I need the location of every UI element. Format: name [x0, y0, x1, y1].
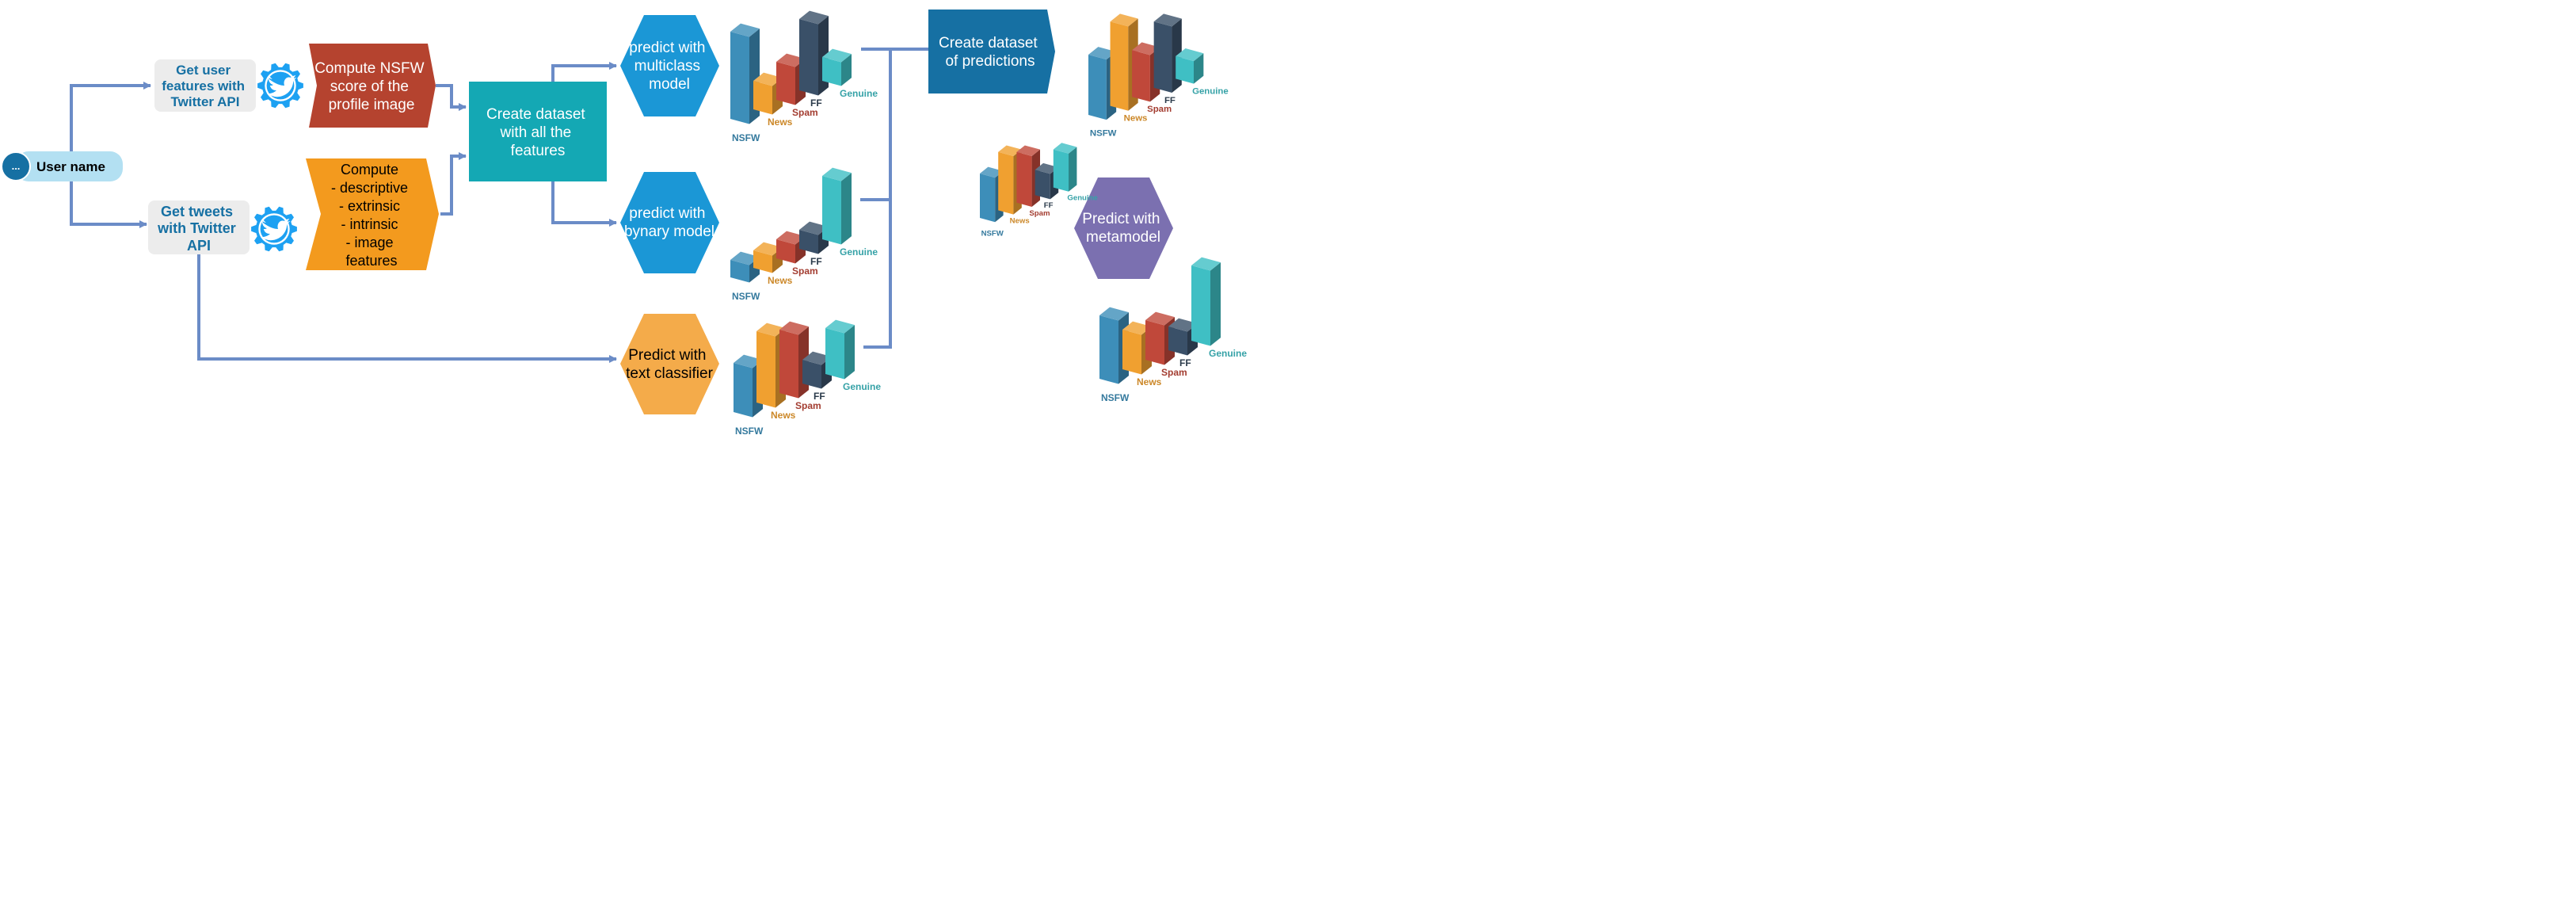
predict-multiclass-step: predict with multiclass model — [620, 15, 719, 116]
bar-ff — [799, 10, 829, 96]
predict-text-label: Predict with text classifier — [626, 347, 713, 382]
compute-nsfw-label: Compute NSFW score of the profile image — [314, 60, 429, 113]
bar-label-ff: FF — [810, 97, 822, 109]
create-dataset-features-label: Create dataset with all the features — [486, 106, 589, 159]
bar-label-ff: FF — [1044, 201, 1054, 210]
bar-label-genuine: Genuine — [1067, 194, 1097, 203]
bar-label-nsfw: NSFW — [735, 426, 764, 437]
compute-nsfw-step: Compute NSFW score of the profile image — [309, 44, 436, 128]
bar-label-nsfw: NSFW — [981, 229, 1004, 238]
create-dataset-predictions-step: Create dataset of predictions — [928, 10, 1055, 94]
bar-label-ff: FF — [810, 256, 822, 267]
bar-label-genuine: Genuine — [843, 381, 881, 392]
predict-metamodel-step: Predict with metamodel — [1074, 177, 1173, 279]
bar-label-nsfw: NSFW — [1090, 129, 1117, 139]
predict-binary-step: predict with bynary model — [620, 172, 719, 273]
bar-label-ff: FF — [1164, 96, 1176, 105]
bar-label-genuine: Genuine — [1209, 348, 1247, 359]
compute-features-step: Compute - descriptive - extrinsic - intr… — [306, 158, 439, 270]
bar-genuine — [1053, 143, 1077, 192]
bar-label-spam: Spam — [1147, 105, 1172, 114]
predict-metamodel-label: Predict with metamodel — [1082, 211, 1164, 246]
bar-label-nsfw: NSFW — [1101, 392, 1130, 403]
bar-genuine — [1191, 257, 1221, 346]
bar-genuine — [822, 167, 852, 245]
bar-label-genuine: Genuine — [840, 246, 878, 258]
user-badge — [1, 151, 31, 181]
arrow-dataset-to-binary — [551, 181, 617, 227]
arrow-user-to-tweets — [70, 176, 147, 228]
bar-label-news: News — [768, 116, 793, 128]
bar-spam — [776, 231, 806, 264]
bar-label-spam: Spam — [792, 107, 818, 118]
user-name-label: User name — [36, 159, 105, 174]
bar-genuine — [825, 319, 855, 380]
create-dataset-predictions-label: Create dataset of predictions — [939, 35, 1042, 70]
compute-features-label: Compute - descriptive - extrinsic - intr… — [331, 162, 412, 269]
arrow-features-to-dataset — [440, 152, 467, 216]
get-user-features-label: Get user features with Twitter API — [162, 63, 249, 109]
user-node: ... User name — [1, 151, 123, 181]
bar-label-ff: FF — [814, 391, 825, 402]
bar-label-spam: Spam — [1029, 209, 1050, 218]
bar-label-ff: FF — [1179, 357, 1191, 368]
twitter-gear-icon — [251, 206, 297, 252]
bar-chart-icons: NSFWNewsSpamFFGenuineNSFWNewsSpamFFGenui… — [730, 10, 1247, 437]
create-dataset-features-step: Create dataset with all the features — [469, 82, 607, 181]
bar-spam — [779, 321, 809, 399]
arrow-nsfw-to-dataset — [436, 84, 467, 111]
twitter-gear-icon — [257, 63, 303, 109]
arrow-tweets-to-text — [197, 254, 617, 363]
bar-news — [753, 72, 783, 115]
predict-multiclass-label: predict with multiclass model — [629, 40, 709, 93]
user-badge-text: ... — [12, 160, 21, 172]
bar-genuine — [1176, 48, 1204, 84]
predict-binary-label: predict with bynary model — [624, 205, 714, 240]
bar-ff — [1153, 13, 1182, 93]
bar-label-spam: Spam — [795, 400, 821, 411]
bar-label-news: News — [768, 275, 793, 286]
bar-genuine — [822, 48, 852, 86]
bar-label-genuine: Genuine — [1192, 86, 1229, 96]
predict-text-step: Predict with text classifier — [620, 314, 719, 414]
get-tweets-step: Get tweets with Twitter API — [148, 200, 250, 254]
bar-label-nsfw: NSFW — [732, 132, 760, 143]
arrow-user-to-features — [70, 82, 151, 157]
get-user-features-step: Get user features with Twitter API — [154, 59, 256, 112]
bar-label-spam: Spam — [792, 265, 818, 277]
bar-label-genuine: Genuine — [840, 88, 878, 99]
arrow-dataset-to-multiclass — [551, 62, 617, 82]
bar-label-nsfw: NSFW — [732, 291, 760, 302]
bar-label-news: News — [1124, 114, 1148, 124]
bar-label-news: News — [771, 410, 796, 421]
get-tweets-label: Get tweets with Twitter API — [157, 204, 240, 254]
bar-label-news: News — [1010, 216, 1030, 225]
bar-label-spam: Spam — [1161, 367, 1187, 378]
bar-label-news: News — [1137, 376, 1162, 387]
